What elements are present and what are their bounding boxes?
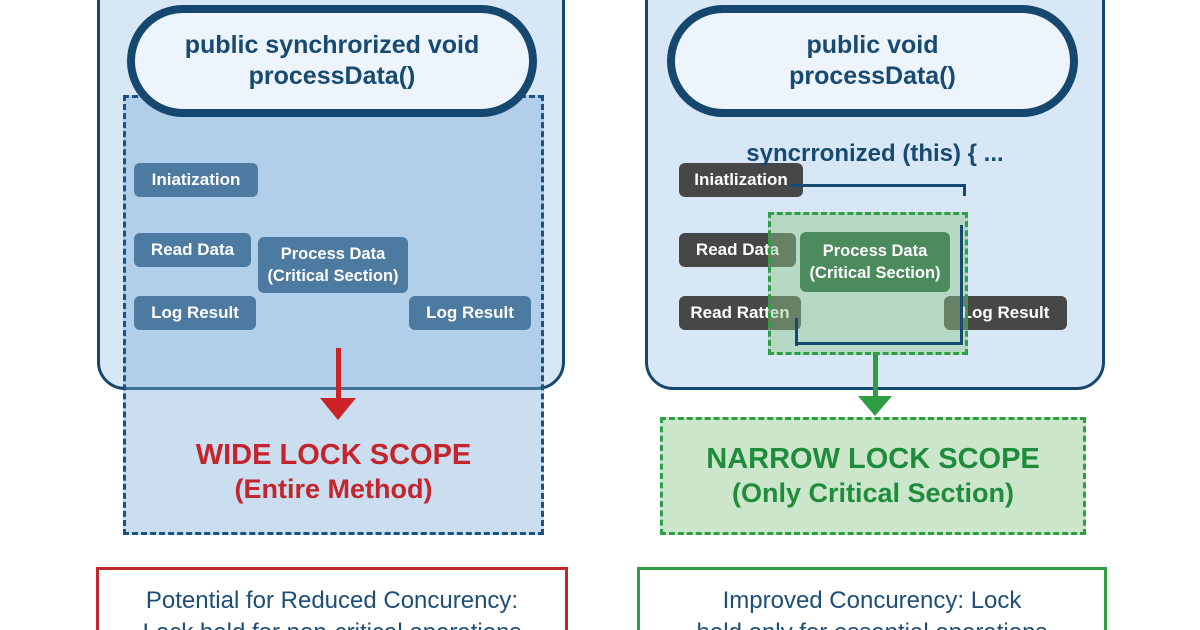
left-caption-line2: Lock held for non-critical operations [143, 617, 522, 630]
right-step-initialization: Iniatlization [679, 163, 803, 197]
green-down-arrow-icon [858, 396, 892, 416]
right-signature-line1: public void [806, 30, 939, 59]
left-process-line1: Process Data [280, 244, 386, 263]
left-process-line2: (Critical Section) [267, 267, 399, 285]
wide-lock-scope-label: WIDE LOCK SCOPE (Entire Method) [123, 438, 544, 505]
left-step-initialization-label: Iniatization [151, 170, 241, 189]
left-step-log-result-1-label: Log Result [151, 303, 239, 322]
right-step-read-ratten: Read Ratten [679, 296, 801, 330]
right-caption-box: Improved Concurency: Lock held only for … [637, 567, 1107, 630]
right-caption-line2: held only for essential operations [697, 617, 1048, 630]
left-step-log-result-2-label: Log Result [426, 303, 514, 322]
left-step-initialization: Iniatization [134, 163, 258, 197]
right-process-line2: (Critical Section) [809, 264, 941, 282]
right-step-read-data-label: Read Data [695, 240, 780, 259]
right-step-log-result: Log Result [944, 296, 1067, 330]
left-caption-line1: Potential for Reduced Concurency: [145, 587, 519, 614]
right-method-signature-pill: public void processData() [667, 5, 1078, 117]
left-signature-line2: processData() [248, 62, 416, 90]
wide-scope-subtitle: (Entire Method) [234, 473, 433, 504]
red-down-arrow-icon [320, 398, 356, 420]
sync-block-open-bracket-line [790, 184, 966, 196]
narrow-scope-title: NARROW LOCK SCOPE [706, 443, 1040, 476]
left-method-signature-pill: public synchrorized void processData() [127, 5, 537, 117]
left-step-log-result-2: Log Result [409, 296, 531, 330]
left-caption-box: Potential for Reduced Concurency: Lock h… [96, 567, 568, 630]
left-step-read-data-label: Read Data [150, 240, 235, 259]
right-step-process-data-critical-section: Process Data (Critical Section) [800, 232, 950, 292]
right-caption-line1: Improved Concurency: Lock [722, 587, 1022, 614]
synchronized-this-statement: syncrronized (this) { ... [746, 140, 1004, 167]
right-step-initialization-label: Iniatlization [694, 170, 788, 189]
wide-scope-title: WIDE LOCK SCOPE [195, 439, 472, 471]
left-step-read-data: Read Data [134, 233, 251, 267]
right-step-read-ratten-label: Read Ratten [690, 303, 790, 322]
right-process-line1: Process Data [822, 241, 928, 260]
narrow-lock-scope-label-box: NARROW LOCK SCOPE (Only Critical Section… [660, 417, 1086, 535]
left-step-log-result-1: Log Result [134, 296, 256, 330]
sync-block-close-bracket-line [795, 225, 963, 345]
sync-block-close-bracket-stub [795, 318, 798, 346]
right-step-log-result-label: Log Result [961, 303, 1050, 322]
red-down-arrow-stem [336, 348, 341, 400]
left-signature-line1: public synchrorized void [184, 30, 480, 59]
right-signature-line2: processData() [789, 62, 956, 90]
green-down-arrow-stem [873, 352, 878, 398]
right-step-read-data: Read Data [679, 233, 796, 267]
narrow-scope-subtitle: (Only Critical Section) [731, 478, 1015, 509]
left-step-process-data-critical-section: Process Data (Critical Section) [258, 237, 408, 293]
